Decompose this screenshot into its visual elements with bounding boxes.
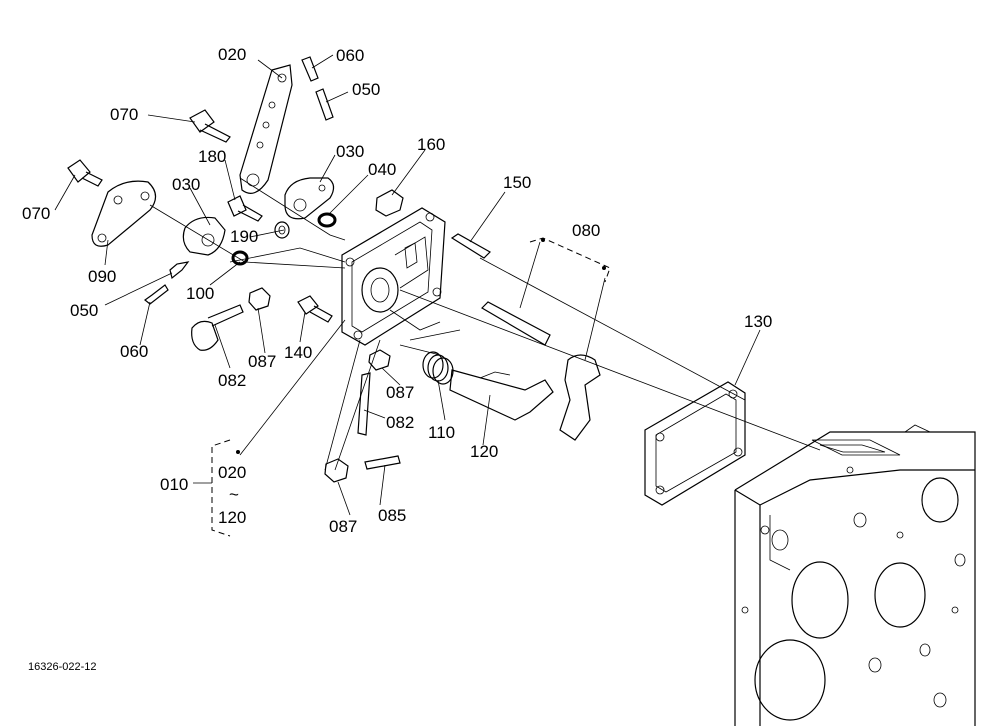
label-range-from: 020 [218,463,246,482]
label-110: 110 [428,423,455,442]
lever-030-mid [284,177,335,220]
o-ring-100 [231,250,249,266]
label-030-mid: 030 [336,142,364,161]
label-130: 130 [744,312,772,331]
label-082-mid: 082 [386,413,414,432]
label-030-left: 030 [172,175,200,194]
screw-085 [364,455,401,470]
label-180: 180 [198,147,226,166]
pin-060-top [301,56,319,82]
bracket-010 [193,439,240,537]
bracket-080 [529,237,611,283]
nut-087-mid [368,349,391,371]
label-190: 190 [230,227,258,246]
spring-110 [422,351,454,385]
label-087-left: 087 [248,352,276,371]
label-010: 010 [160,475,188,494]
label-050-top: 050 [352,80,380,99]
label-085: 085 [378,506,406,525]
shaft-080 [481,301,601,441]
drawing-number: 16326-022-12 [28,661,97,673]
label-050-left: 050 [70,301,98,320]
alignment-lines [149,177,821,471]
label-100: 100 [186,284,214,303]
bolt-070-left [67,159,103,187]
label-range-tilde: ~ [229,485,239,504]
pin-050-left [169,261,190,280]
screw-082-left [191,304,244,351]
pin-060-left [144,284,169,305]
label-090: 090 [88,267,116,286]
label-070-top: 070 [110,105,138,124]
pin-050-top [315,88,334,121]
washer-190 [274,221,290,239]
lever-090 [91,180,157,247]
stud-150 [450,233,491,259]
o-ring-040 [317,212,337,228]
gasket-130 [644,381,746,506]
label-082-left: 082 [218,371,246,390]
bolt-070-top [189,109,231,143]
label-range-to: 120 [218,508,246,527]
label-040: 040 [368,160,396,179]
label-020-top: 020 [218,45,246,64]
label-140: 140 [284,343,312,362]
nut-087-left [248,287,271,311]
part-labels: 020 060 050 070 180 030 040 160 070 030 … [22,45,772,673]
engine-block-drawing [734,424,976,726]
nut-160 [375,189,404,217]
shaft-120 [449,369,554,421]
label-070-left: 070 [22,204,50,223]
label-150: 150 [503,173,531,192]
label-120: 120 [470,442,498,461]
lever-020 [239,64,293,194]
label-060-left: 060 [120,342,148,361]
label-080: 080 [572,221,600,240]
label-087-bottom: 087 [329,517,357,536]
nut-087-bottom [324,458,349,483]
screw-082-mid [357,372,371,436]
bolt-180 [227,195,263,222]
label-160: 160 [417,135,445,154]
label-leaders [54,54,761,516]
label-087-mid: 087 [386,383,414,402]
governor-cover-plate [341,207,446,346]
lever-030-left [182,216,226,256]
label-060-top: 060 [336,46,364,65]
bolt-140 [297,295,333,323]
